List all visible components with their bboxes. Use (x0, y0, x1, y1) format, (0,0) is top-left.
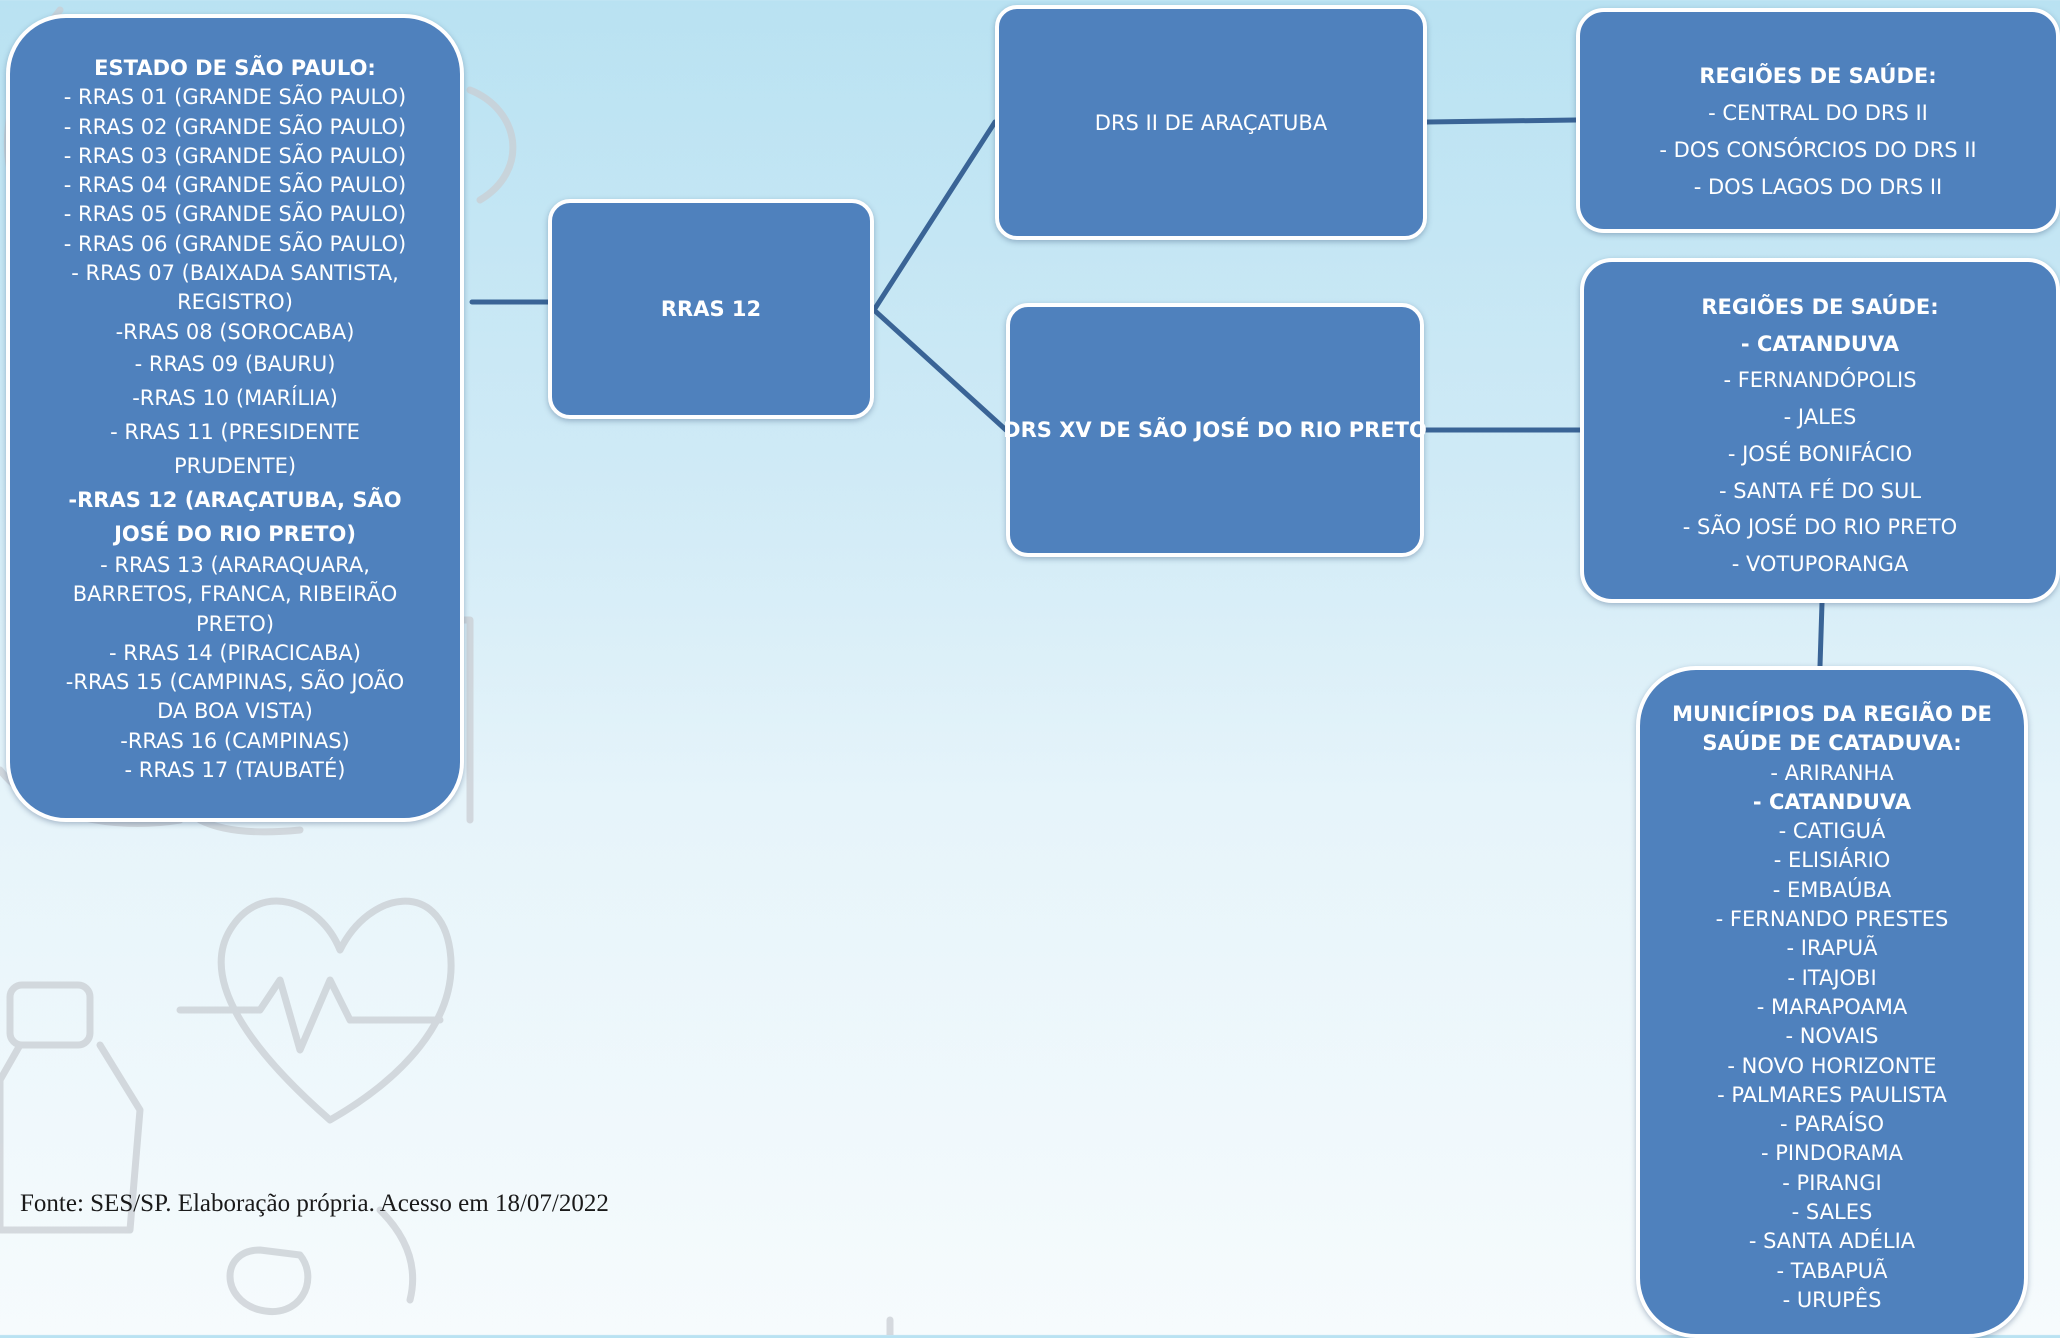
municipio-item: - PALMARES PAULISTA (1717, 1082, 1947, 1107)
municipio-item: - TABAPUÃ (1776, 1258, 1888, 1283)
municipio-item: - CATIGUÁ (1778, 819, 1886, 844)
estado-item: REGISTRO) (177, 290, 293, 315)
regioes-drs2-item: - CENTRAL DO DRS II (1708, 101, 1928, 125)
regioes-drs2-box: REGIÕES DE SAÚDE: - CENTRAL DO DRS II - … (1576, 8, 2060, 233)
estado-item: - RRAS 04 (GRANDE SÃO PAULO) (63, 173, 407, 198)
municipio-item: - FERNANDO PRESTES (1715, 907, 1949, 932)
rras12-label: RRAS 12 (660, 297, 762, 321)
connector-drs2-regioes (1424, 117, 1579, 125)
estado-item-highlight: JOSÉ DO RIO PRETO) (114, 521, 356, 546)
municipio-item: - NOVO HORIZONTE (1727, 1053, 1937, 1078)
regioes-drs15-item: - JALES (1783, 405, 1857, 430)
municipio-item-highlight: - CATANDUVA (1752, 789, 1912, 814)
municipio-item: - PIRANGI (1782, 1170, 1882, 1195)
regioes-drs15-item-highlight: - CATANDUVA (1740, 331, 1900, 356)
estado-item: BARRETOS, FRANCA, RIBEIRÃO (72, 582, 398, 607)
estado-item: - RRAS 17 (TAUBATÉ) (124, 758, 346, 783)
municipio-item: - URUPÊS (1782, 1287, 1882, 1312)
drs15-box: DRS XV DE SÃO JOSÉ DO RIO PRETO (1003, 303, 1427, 557)
drs2-label: DRS II DE ARAÇATUBA (1094, 111, 1328, 135)
connector-regioes-municipios (1817, 600, 1825, 669)
estado-item: -RRAS 08 (SOROCABA) (115, 319, 355, 344)
municipio-item: - ITAJOBI (1787, 965, 1877, 990)
estado-item: - RRAS 02 (GRANDE SÃO PAULO) (63, 114, 407, 139)
municipio-item: - ELISIÁRIO (1773, 848, 1891, 873)
municipio-item: - NOVAIS (1785, 1024, 1879, 1049)
estado-item: PRETO) (195, 611, 275, 636)
regioes-drs15-item: - JOSÉ BONIFÁCIO (1727, 441, 1913, 466)
municipio-item: - IRAPUÃ (1786, 936, 1878, 961)
connector-rras12-drs15 (871, 307, 1009, 433)
estado-item: -RRAS 15 (CAMPINAS, SÃO JOÃO (65, 670, 405, 695)
estado-sao-paulo-box: ESTADO DE SÃO PAULO: - RRAS 01 (GRANDE S… (6, 14, 464, 822)
municipios-title: MUNICÍPIOS DA REGIÃO DE (1672, 702, 1992, 726)
estado-title: ESTADO DE SÃO PAULO: (94, 56, 376, 80)
municipio-item: - ARIRANHA (1770, 760, 1894, 785)
estado-item: DA BOA VISTA) (157, 699, 313, 724)
source-caption: Fonte: SES/SP. Elaboração própria. Acess… (20, 1190, 609, 1217)
estado-item: - RRAS 14 (PIRACICABA) (109, 640, 361, 665)
estado-item: - RRAS 05 (GRANDE SÃO PAULO) (63, 202, 407, 227)
regioes-drs2-title: REGIÕES DE SAÚDE: (1699, 64, 1937, 88)
estado-item: -RRAS 16 (CAMPINAS) (120, 728, 350, 753)
regioes-drs15-item: - VOTUPORANGA (1731, 551, 1909, 576)
estado-item: - RRAS 09 (BAURU) (134, 351, 336, 376)
drs15-label: DRS XV DE SÃO JOSÉ DO RIO PRETO (1003, 418, 1427, 442)
estado-item: - RRAS 11 (PRESIDENTE (110, 419, 360, 444)
estado-item: - RRAS 03 (GRANDE SÃO PAULO) (63, 143, 407, 168)
regioes-drs15-item: - SÃO JOSÉ DO RIO PRETO (1682, 515, 1958, 540)
municipios-title: SAÚDE DE CATADUVA: (1702, 731, 1962, 756)
rras12-box: RRAS 12 (548, 199, 874, 419)
connector-rras12-drs2 (871, 119, 998, 313)
municipio-item: - PARAÍSO (1779, 1112, 1885, 1137)
estado-item: - RRAS 01 (GRANDE SÃO PAULO) (63, 85, 407, 110)
drs2-box: DRS II DE ARAÇATUBA (995, 5, 1427, 240)
municipio-item: - SALES (1791, 1200, 1873, 1225)
regioes-drs15-item: - FERNANDÓPOLIS (1723, 368, 1917, 393)
regioes-drs2-item: - DOS LAGOS DO DRS II (1693, 175, 1943, 199)
estado-item: - RRAS 13 (ARARAQUARA, (100, 552, 370, 577)
estado-item-highlight: -RRAS 12 (ARAÇATUBA, SÃO (68, 487, 402, 512)
regioes-drs2-item: - DOS CONSÓRCIOS DO DRS II (1659, 138, 1977, 162)
municipio-item: - SANTA ADÉLIA (1748, 1229, 1916, 1254)
estado-item: - RRAS 07 (BAIXADA SANTISTA, (71, 261, 399, 286)
regioes-drs15-box: REGIÕES DE SAÚDE: - CATANDUVA - FERNANDÓ… (1580, 258, 2060, 603)
estado-item: PRUDENTE) (173, 453, 297, 478)
regioes-drs15-item: - SANTA FÉ DO SUL (1718, 478, 1922, 503)
municipio-item: - PINDORAMA (1760, 1141, 1904, 1166)
bottle-doodle (6, 981, 94, 1049)
municipio-item: - MARAPOAMA (1756, 994, 1908, 1019)
estado-item: - RRAS 06 (GRANDE SÃO PAULO) (63, 231, 407, 256)
municipios-catanduva-box: MUNICÍPIOS DA REGIÃO DE SAÚDE DE CATADUV… (1636, 666, 2028, 1338)
regioes-drs15-title: REGIÕES DE SAÚDE: (1701, 295, 1939, 319)
municipio-item: - EMBAÚBA (1772, 877, 1892, 902)
estado-item: -RRAS 10 (MARÍLIA) (132, 385, 338, 410)
